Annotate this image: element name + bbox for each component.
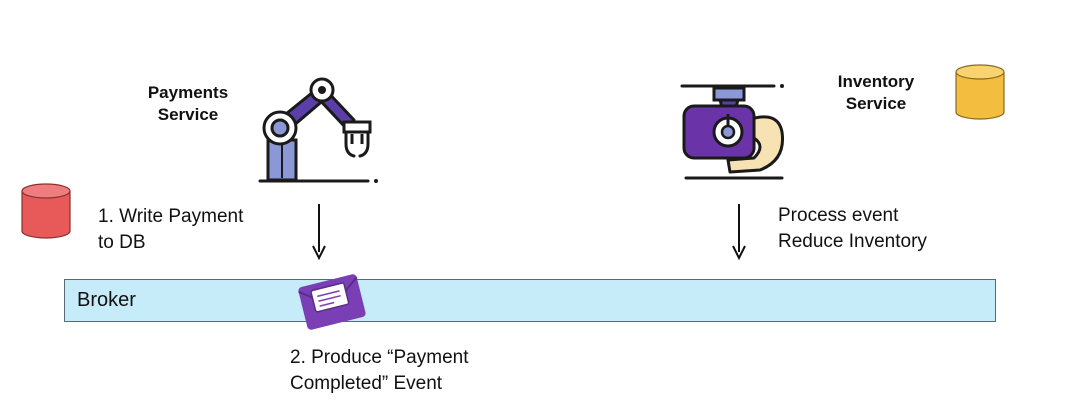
payments-db-icon <box>21 183 71 239</box>
payments-service-label-line1: Payments <box>147 83 229 102</box>
step1-line2: to DB <box>98 232 146 253</box>
inventory-service-label: Inventory Service <box>816 71 936 115</box>
step1-note: 1. Write Payment to DB <box>98 204 243 256</box>
broker-label: Broker <box>77 289 136 311</box>
payments-service-label-line2: Service <box>157 105 219 124</box>
payments-service-label: Payments Service <box>128 82 248 126</box>
envelope-event-icon <box>298 274 366 330</box>
broker-bar: Broker <box>64 279 996 322</box>
inventory-process-note: Process event Reduce Inventory <box>778 203 927 255</box>
inventory-db-icon <box>955 64 1005 120</box>
step2-line1: 2. Produce “Payment <box>290 347 469 368</box>
step1-line1: 1. Write Payment <box>98 206 244 227</box>
inventory-service-label-line2: Service <box>845 94 907 113</box>
robot-arm-icon <box>258 77 378 183</box>
inventory-note-line1: Process event <box>778 205 899 226</box>
step2-note: 2. Produce “Payment Completed” Event <box>290 345 468 397</box>
step2-line2: Completed” Event <box>290 373 443 394</box>
inventory-service-label-line1: Inventory <box>837 72 915 91</box>
broker-to-inventory-arrow <box>732 204 746 261</box>
packaging-machine-icon <box>680 84 785 180</box>
inventory-note-line2: Reduce Inventory <box>778 231 927 252</box>
payments-to-broker-arrow <box>312 204 326 261</box>
